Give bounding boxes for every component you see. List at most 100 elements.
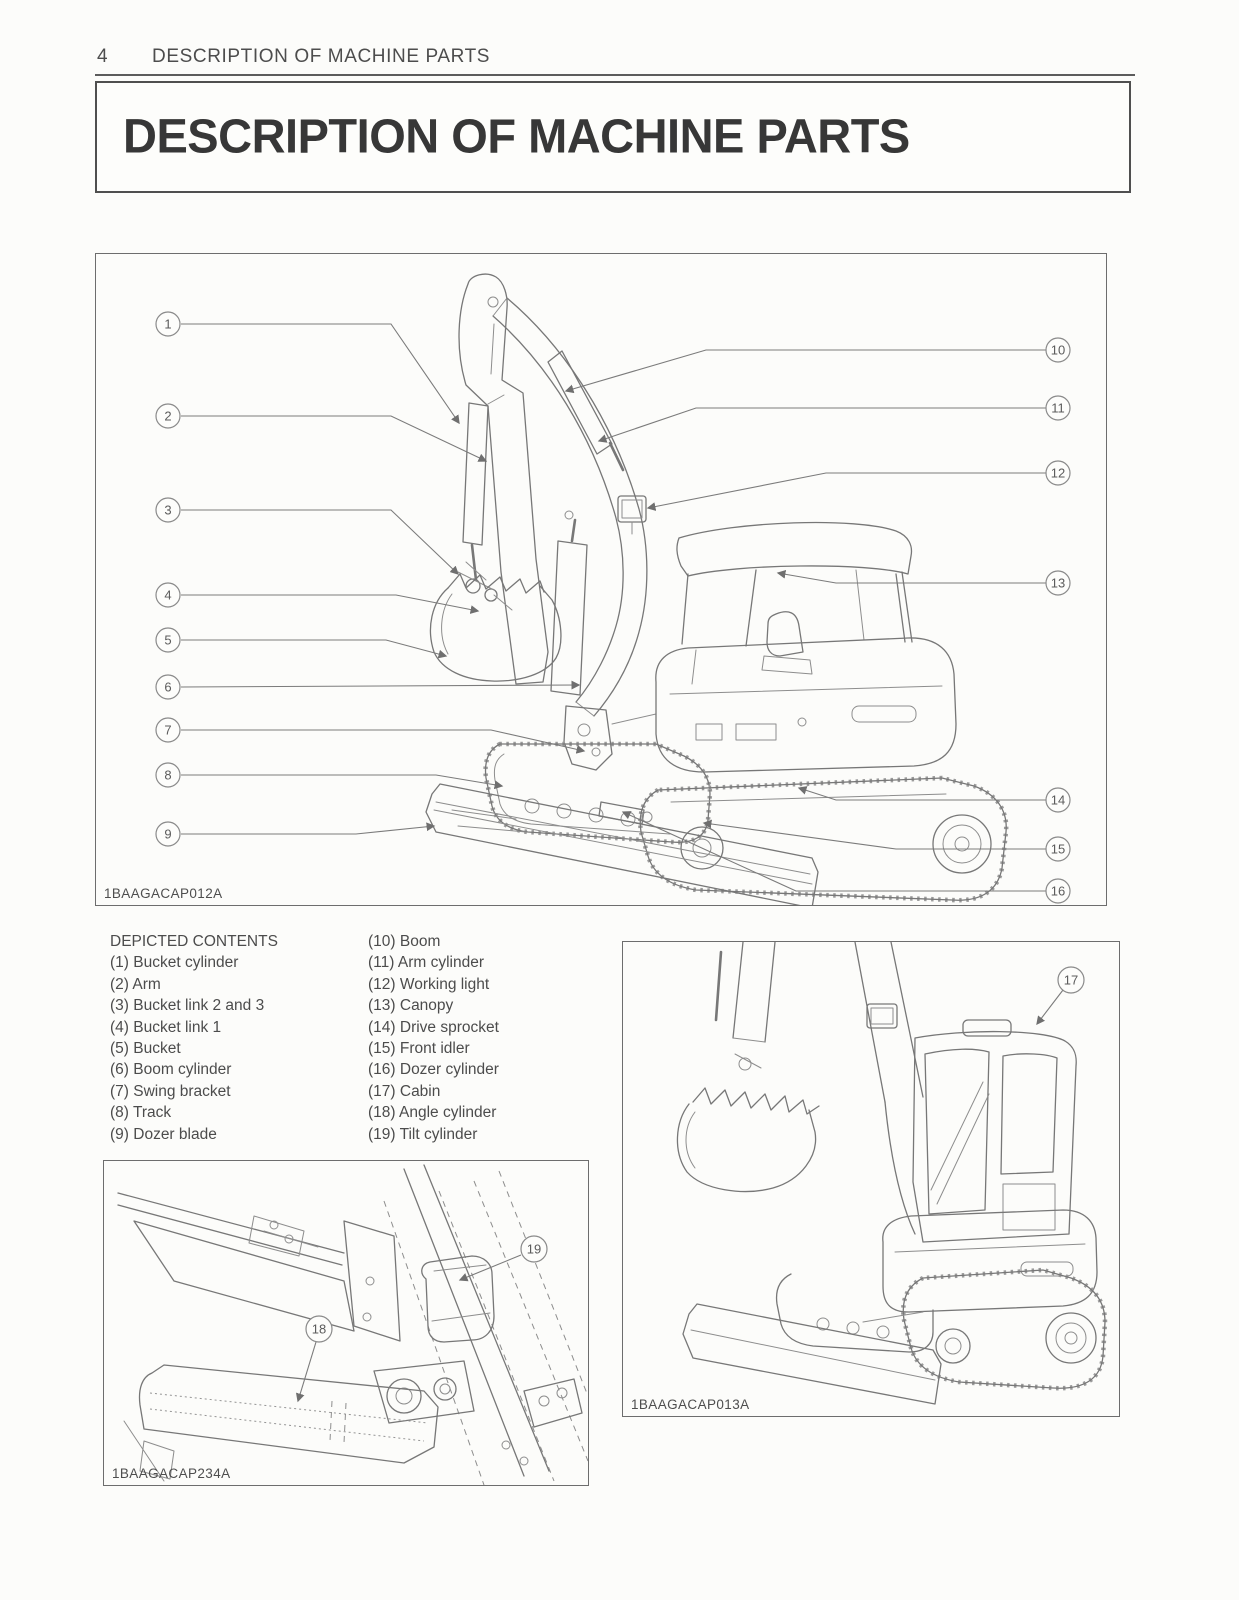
- contents-item-5: (5) Bucket: [110, 1039, 181, 1057]
- canopy-part: [676, 521, 913, 675]
- contents-item-14: (14) Drive sprocket: [368, 1018, 499, 1036]
- contents-item-19: (19) Tilt cylinder: [368, 1125, 478, 1143]
- svg-text:2: 2: [164, 409, 171, 424]
- dozer-blade-part: [425, 783, 819, 905]
- svg-text:14: 14: [1051, 793, 1065, 808]
- svg-text:17: 17: [1064, 973, 1078, 988]
- front-idler-part: [680, 826, 724, 870]
- angle-cylinder-part: [138, 1364, 439, 1464]
- excavator-canopy-diagram: 1 2 3 4 5 6 7 8 9 10 11 12 13 14 15 16: [155, 273, 1071, 905]
- depicted-contents-right: (10) Boom (11) Arm cylinder (12) Working…: [368, 931, 628, 1145]
- callout-19: 19: [520, 1235, 548, 1263]
- contents-item-17: (17) Cabin: [368, 1082, 441, 1100]
- working-light-part: [617, 495, 647, 535]
- right-track-part: [638, 775, 1009, 903]
- svg-text:1: 1: [164, 317, 171, 332]
- chapter-title: DESCRIPTION OF MACHINE PARTS: [123, 108, 910, 163]
- contents-item-8: (8) Track: [110, 1104, 172, 1122]
- svg-text:3: 3: [164, 503, 171, 518]
- callout-11: 11: [1045, 395, 1071, 421]
- boom-part: [492, 297, 648, 717]
- callout-8: 8: [155, 762, 181, 788]
- svg-text:11: 11: [1051, 401, 1065, 416]
- contents-item-15: (15) Front idler: [368, 1039, 470, 1057]
- svg-text:15: 15: [1051, 842, 1065, 857]
- contents-item-16: (16) Dozer cylinder: [368, 1061, 499, 1079]
- svg-text:6: 6: [164, 680, 171, 695]
- arm-part: [714, 942, 776, 1071]
- svg-text:12: 12: [1051, 466, 1065, 481]
- svg-text:4: 4: [164, 588, 171, 603]
- figure-cabin-version: 17 1BAAGACAP013A: [622, 941, 1120, 1417]
- callout-12: 12: [1045, 460, 1071, 486]
- svg-text:5: 5: [164, 633, 171, 648]
- figure-machine-overview: 1 2 3 4 5 6 7 8 9 10 11 12 13 14 15 16 1…: [95, 253, 1107, 906]
- callout-1: 1: [155, 311, 181, 337]
- mount-bracket-part: [501, 1378, 583, 1466]
- svg-text:10: 10: [1051, 343, 1065, 358]
- callout-10: 10: [1045, 337, 1071, 363]
- svg-text:18: 18: [312, 1322, 326, 1337]
- callout-16: 16: [1045, 878, 1071, 904]
- callout-4: 4: [155, 582, 181, 608]
- figure-caption: 1BAAGACAP013A: [631, 1397, 750, 1412]
- callout-15: 15: [1045, 836, 1071, 862]
- callout-13: 13: [1045, 570, 1071, 596]
- cylinder-detail-diagram: 18 19: [117, 1164, 588, 1485]
- callout-5: 5: [155, 627, 181, 653]
- callout-7: 7: [155, 717, 181, 743]
- bucket-cylinder-part: [462, 402, 489, 582]
- contents-item-11: (11) Arm cylinder: [368, 954, 484, 972]
- bucket-part: [429, 573, 562, 682]
- contents-item-9: (9) Dozer blade: [110, 1125, 217, 1143]
- contents-item-7: (7) Swing bracket: [110, 1082, 231, 1100]
- callout-3: 3: [155, 497, 181, 523]
- boom-cylinder-part: [550, 510, 588, 696]
- svg-text:16: 16: [1051, 884, 1065, 899]
- svg-text:9: 9: [164, 827, 171, 842]
- figure-cylinder-detail: 18 19 1BAAGACAP234A: [103, 1160, 589, 1486]
- callout-leaders: [295, 1254, 522, 1403]
- blade-arm-part: [117, 1192, 401, 1342]
- page-number: 4: [97, 46, 108, 67]
- figure-caption: 1BAAGACAP234A: [112, 1466, 231, 1481]
- running-header: DESCRIPTION OF MACHINE PARTS: [152, 46, 491, 67]
- swing-bracket-part: [563, 705, 657, 771]
- bucket-part: [676, 1087, 820, 1193]
- foot-detail: [123, 1420, 175, 1482]
- dozer-blade-part: [682, 1303, 942, 1405]
- left-track-part: [483, 741, 713, 845]
- arm-part: [458, 273, 549, 685]
- machine-body-part: [882, 1209, 1098, 1313]
- tilt-cylinder-part: [421, 1255, 495, 1343]
- pivot-bracket-part: [373, 1360, 475, 1424]
- svg-text:19: 19: [527, 1242, 541, 1257]
- boom-part: [854, 942, 924, 1235]
- contents-item-12: (12) Working light: [368, 975, 490, 993]
- contents-item-18: (18) Angle cylinder: [368, 1104, 497, 1122]
- callout-17: 17: [1057, 966, 1085, 994]
- chapter-title-box: DESCRIPTION OF MACHINE PARTS: [95, 81, 1131, 193]
- contents-item-2: (2) Arm: [110, 975, 161, 993]
- callout-14: 14: [1045, 787, 1071, 813]
- svg-text:8: 8: [164, 768, 171, 783]
- drive-sprocket-part: [932, 814, 992, 874]
- machine-body-part: [655, 637, 957, 773]
- right-track-part: [901, 1267, 1108, 1391]
- callout-leaders: [1036, 989, 1064, 1026]
- contents-item-3: (3) Bucket link 2 and 3: [110, 997, 265, 1015]
- bucket-link-parts: [457, 561, 513, 611]
- contents-item-13: (13) Canopy: [368, 997, 454, 1015]
- callout-2: 2: [155, 403, 181, 429]
- callout-6: 6: [155, 674, 181, 700]
- depicted-contents-heading: DEPICTED CONTENTS: [110, 933, 278, 950]
- callout-18: 18: [305, 1315, 333, 1343]
- svg-text:13: 13: [1051, 576, 1065, 591]
- figure-caption: 1BAAGACAP012A: [104, 886, 223, 901]
- callout-leaders: [180, 323, 1046, 892]
- callout-9: 9: [155, 821, 181, 847]
- contents-item-1: (1) Bucket cylinder: [110, 954, 239, 972]
- svg-text:7: 7: [164, 723, 171, 738]
- cabin-part: [912, 1019, 1077, 1243]
